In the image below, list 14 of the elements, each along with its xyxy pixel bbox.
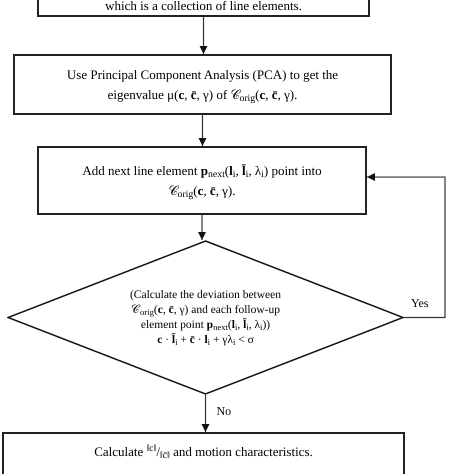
- step-text: which is a collection of line elements.: [105, 0, 302, 14]
- step-text: Use Principal Component Analysis (PCA) to get the eigenvalue μ(c, c̄, γ) of 𝒞$_{orig}$(c, c̄, γ).: [66, 66, 340, 104]
- step-text: Add next line element p$_{next}$(l$_{i}$, l̄$_{i}$, λ$_{i}$) point into 𝒞$_{orig}$(c, c̄, γ).: [81, 162, 323, 200]
- process-box: [2, 432, 405, 474]
- arrow: [198, 215, 206, 240]
- process-box: [13, 54, 392, 115]
- step-text: c · l̄$_{i}$ + c̄ · l$_{i}$ + γλ$_{i}$ < σ: [157, 332, 254, 348]
- arrow: [367, 173, 446, 318]
- arrow: [202, 395, 210, 432]
- step-text: Calculate $^{‖c‖}$/$_{‖c̄‖}$ and motion characteristics.: [94, 442, 313, 462]
- step-text: (Calculate the deviation between 𝒞$_{orig}$(c, c̄, γ) and each follow-up element point p$_{next}$(l$_{i}$, l̄$_{i}$, λ$_{i}$)): [128, 288, 282, 332]
- arrow: [200, 17, 208, 54]
- process-box: [37, 146, 367, 215]
- arrow: [198, 115, 206, 146]
